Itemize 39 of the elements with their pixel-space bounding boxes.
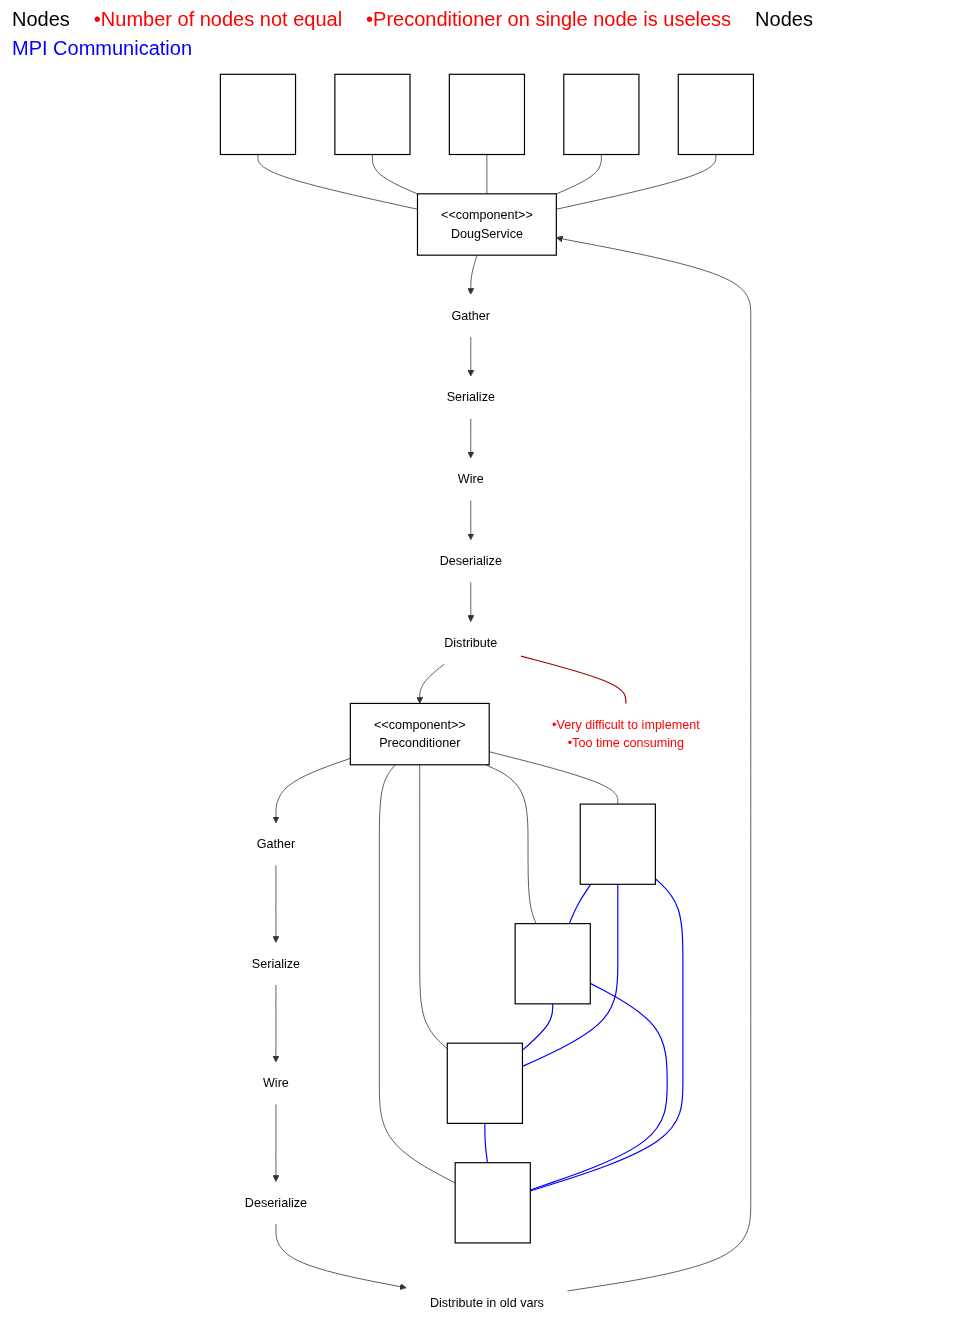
node-box: <<component>> DougService <box>416 193 557 256</box>
connector <box>484 764 537 925</box>
node-box <box>219 73 296 156</box>
node-box <box>448 73 525 156</box>
connector <box>486 154 487 195</box>
connector <box>529 878 684 1192</box>
connector <box>529 982 668 1191</box>
node-text: Distribute <box>443 635 497 650</box>
node-text: Deserialize <box>244 1195 307 1210</box>
node-text: Serialize <box>446 390 495 404</box>
node-box: <<component>> Preconditioner <box>349 702 490 766</box>
connector <box>555 154 716 210</box>
node-text: Wire <box>262 1076 289 1090</box>
node-box <box>454 1162 531 1244</box>
node-box <box>333 73 411 156</box>
node-text: Gather <box>256 837 295 851</box>
node-box <box>677 73 754 156</box>
node-text: Deserialize <box>439 554 502 568</box>
node-text: Wire <box>457 472 484 486</box>
node-text: •Very difficult to implement •Too time consuming <box>551 717 700 750</box>
note-text: Nodes <box>12 8 70 31</box>
connector <box>257 154 418 210</box>
note-text: Nodes <box>755 8 813 31</box>
note-text: •Preconditioner on single node is useless <box>366 8 732 31</box>
connector <box>371 154 418 195</box>
node-box <box>562 73 640 156</box>
node-box <box>514 923 591 1005</box>
connector <box>568 883 591 925</box>
connector <box>555 154 602 195</box>
node-text: Distribute in old vars <box>429 1296 544 1310</box>
node-box <box>579 803 656 885</box>
node-text: Serialize <box>251 956 300 971</box>
note-text: MPI Communication <box>12 37 193 60</box>
connector <box>519 655 627 704</box>
note-text: •Number of nodes not equal <box>93 8 343 31</box>
node-text: Gather <box>451 308 490 323</box>
connector <box>488 751 618 805</box>
node-box <box>446 1042 523 1124</box>
connector <box>483 1122 488 1164</box>
